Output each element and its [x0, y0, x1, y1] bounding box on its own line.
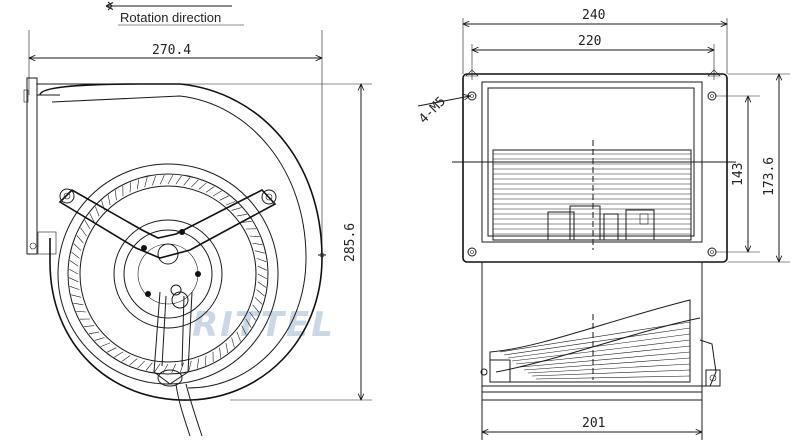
- dim-hole-spacing-height: 143: [731, 163, 746, 186]
- impeller-blade: [175, 175, 182, 185]
- fin-line: [507, 333, 691, 359]
- impeller-blade: [236, 331, 241, 342]
- dim-flange-height: 173.6: [762, 157, 777, 196]
- dim-overall-height: 285.6: [343, 223, 358, 262]
- impeller-blade: [137, 360, 145, 369]
- impeller-blade: [129, 358, 138, 366]
- impeller-blade: [256, 258, 267, 262]
- impeller-blade: [252, 242, 263, 246]
- impeller-fins: [493, 153, 691, 235]
- impeller-blades: [68, 174, 268, 374]
- impeller-blade: [95, 206, 100, 217]
- impeller-blade: [257, 265, 268, 271]
- impeller-blade: [152, 175, 156, 186]
- impeller-blade: [191, 179, 199, 188]
- fin-line: [523, 357, 691, 371]
- impeller-blade: [188, 360, 192, 371]
- impeller-blade: [144, 177, 148, 188]
- impeller-blade: [73, 302, 84, 306]
- impeller-blade: [89, 213, 95, 223]
- impeller-blade: [257, 281, 267, 288]
- impeller-blade: [68, 268, 79, 275]
- impeller-blade: [114, 351, 124, 358]
- dim-hole-spacing-width: 220: [578, 34, 601, 49]
- rotation-direction-caption: Rotation direction: [105, 1, 244, 26]
- impeller-blade: [84, 220, 91, 230]
- impeller-blade: [254, 250, 265, 254]
- fin-line: [499, 321, 691, 353]
- impeller-blade: [154, 363, 161, 373]
- impeller-blade: [256, 289, 265, 297]
- impeller-blade: [196, 358, 200, 369]
- impeller-blade: [254, 297, 263, 305]
- fin-line: [511, 339, 691, 362]
- front-view: 240 220 4-M5: [416, 8, 790, 263]
- impeller-blade: [225, 201, 236, 206]
- dim-overall-width: 270.4: [152, 43, 191, 58]
- fin-line: [531, 369, 691, 377]
- impeller-blade: [121, 355, 131, 362]
- impeller-blade: [245, 318, 252, 328]
- impeller-blade: [252, 304, 260, 313]
- dim-mounting-holes: 4-M5: [416, 94, 449, 127]
- impeller-blade: [107, 195, 111, 206]
- impeller-blade: [167, 174, 174, 185]
- impeller-blade: [205, 186, 215, 193]
- impeller-blade: [249, 311, 256, 321]
- housing-fins: [499, 321, 691, 380]
- fin-line: [527, 363, 691, 374]
- impeller-blade: [249, 235, 260, 237]
- side-view: 270.4 285.6: [23, 30, 372, 437]
- impeller-blade: [225, 342, 229, 353]
- impeller-blade: [115, 190, 117, 201]
- impeller-blade: [68, 277, 79, 283]
- impeller-blade: [180, 362, 184, 373]
- impeller-blade: [80, 227, 87, 237]
- fin-line: [519, 351, 691, 368]
- impeller-blade: [257, 273, 268, 280]
- impeller-blade: [183, 177, 191, 186]
- dim-flange-width: 240: [582, 8, 605, 23]
- impeller-blade: [241, 221, 252, 223]
- impeller-blade: [159, 174, 165, 185]
- impeller-blade: [100, 342, 111, 347]
- impeller-blade: [89, 331, 100, 335]
- impeller-blade: [219, 347, 221, 358]
- impeller-blade: [84, 325, 95, 327]
- impeller-blade: [231, 207, 242, 211]
- dim-outlet-width: 201: [582, 416, 605, 431]
- impeller-blade: [76, 235, 84, 244]
- impeller-blade: [94, 337, 105, 341]
- impeller-blade: [212, 190, 222, 197]
- impeller-blade: [231, 337, 235, 348]
- impeller-blade: [205, 355, 207, 366]
- impeller-blade: [241, 325, 247, 335]
- impeller-blade: [69, 260, 79, 267]
- impeller-blade: [71, 251, 80, 259]
- impeller-blade: [136, 179, 140, 190]
- impeller-blade: [129, 182, 131, 193]
- watermark-text: RITTEL: [192, 305, 335, 345]
- impeller-blade: [76, 311, 87, 313]
- fin-line: [515, 345, 691, 365]
- impeller-blade: [71, 294, 82, 298]
- impeller-blade: [107, 347, 117, 353]
- rotation-direction-label: Rotation direction: [120, 10, 221, 25]
- impeller-blade: [198, 182, 207, 190]
- impeller-blade: [236, 213, 247, 217]
- impeller-blade: [171, 363, 177, 374]
- impeller-blade: [219, 195, 229, 201]
- impeller-blade: [73, 243, 82, 251]
- fin-line: [503, 327, 691, 356]
- impeller-blade: [145, 362, 153, 371]
- bottom-view: 201: [480, 261, 721, 440]
- fin-line: [535, 375, 691, 380]
- impeller-blade: [69, 286, 80, 290]
